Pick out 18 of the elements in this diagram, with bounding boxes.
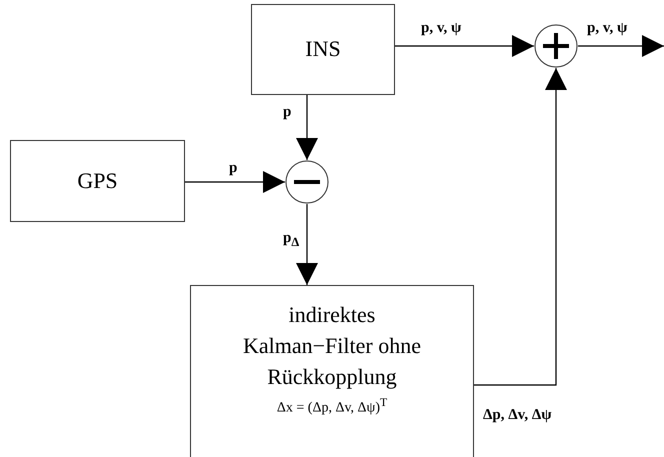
summing-junction: [285, 160, 329, 204]
arrow: [474, 68, 567, 386]
arrow: [395, 35, 534, 57]
process-box: [190, 285, 474, 457]
signal-label: Δp, Δv, Δψ: [482, 407, 553, 424]
block-label: INS: [305, 35, 341, 64]
arrow: [296, 204, 318, 285]
signal-label: p, v, ψ: [586, 20, 628, 37]
process-box: [251, 4, 395, 95]
arrow: [296, 95, 318, 160]
summing-junction: [534, 24, 578, 68]
arrow: [185, 171, 285, 193]
block-label: indirektes Kalman−Filter ohne Rückkopplung: [242, 301, 422, 391]
formula-text: Δx = (Δp, Δv, Δψ)$^{T}$: [276, 396, 388, 418]
arrow: [578, 35, 664, 57]
block-label: GPS: [77, 166, 118, 195]
process-box: [10, 140, 185, 222]
signal-label: p, v, ψ: [420, 20, 462, 37]
